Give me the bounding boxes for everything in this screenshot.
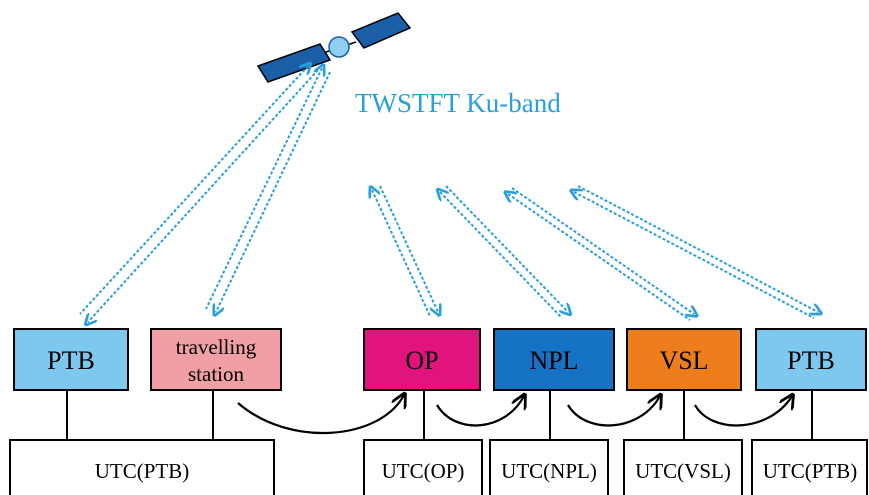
station-label-line2: station bbox=[188, 362, 244, 386]
station-label: VSL bbox=[659, 346, 708, 375]
station-label: OP bbox=[405, 346, 438, 375]
timescale-connectors bbox=[66, 390, 813, 440]
link-vsl bbox=[508, 187, 694, 321]
link-ptb-left bbox=[79, 66, 319, 322]
timescale-utc-ptb-right: UTC(PTB) bbox=[751, 439, 868, 495]
transport-arrows bbox=[237, 395, 792, 435]
link-op bbox=[372, 186, 438, 316]
link-ptb-right bbox=[574, 185, 818, 319]
station-label: NPL bbox=[529, 346, 578, 375]
timescale-utc-npl: UTC(NPL) bbox=[489, 439, 609, 495]
transport-arrow-npl-to-vsl bbox=[567, 396, 660, 427]
timescale-utc-ptb-left: UTC(PTB) bbox=[9, 439, 275, 495]
link-travelling-station bbox=[205, 68, 331, 312]
timescale-utc-op: UTC(OP) bbox=[363, 439, 483, 495]
transport-arrow-travelling-to-op bbox=[237, 395, 404, 435]
diagram-title: TWSTFT Ku-band bbox=[355, 88, 561, 118]
satellite-links bbox=[79, 66, 818, 322]
timescale-label: UTC(OP) bbox=[382, 459, 465, 483]
satellite-icon bbox=[256, 12, 412, 83]
transport-arrow-vsl-to-ptb bbox=[694, 396, 792, 427]
station-travelling: travelling station bbox=[150, 328, 282, 391]
station-label: PTB bbox=[47, 346, 95, 375]
timescale-label: UTC(PTB) bbox=[95, 459, 190, 483]
station-ptb-right: PTB bbox=[755, 328, 867, 391]
timescale-utc-vsl: UTC(VSL) bbox=[623, 439, 743, 495]
station-label: PTB bbox=[787, 346, 835, 375]
station-npl: NPL bbox=[493, 328, 615, 391]
station-op: OP bbox=[363, 328, 481, 391]
station-label-line1: travelling bbox=[176, 335, 257, 359]
station-vsl: VSL bbox=[626, 328, 742, 391]
transport-arrow-op-to-npl bbox=[436, 396, 524, 427]
timescale-label: UTC(VSL) bbox=[635, 459, 731, 483]
link-npl bbox=[440, 185, 568, 319]
timescale-label: UTC(PTB) bbox=[763, 459, 858, 483]
timescale-label: UTC(NPL) bbox=[501, 459, 597, 483]
station-ptb-left: PTB bbox=[13, 328, 129, 391]
